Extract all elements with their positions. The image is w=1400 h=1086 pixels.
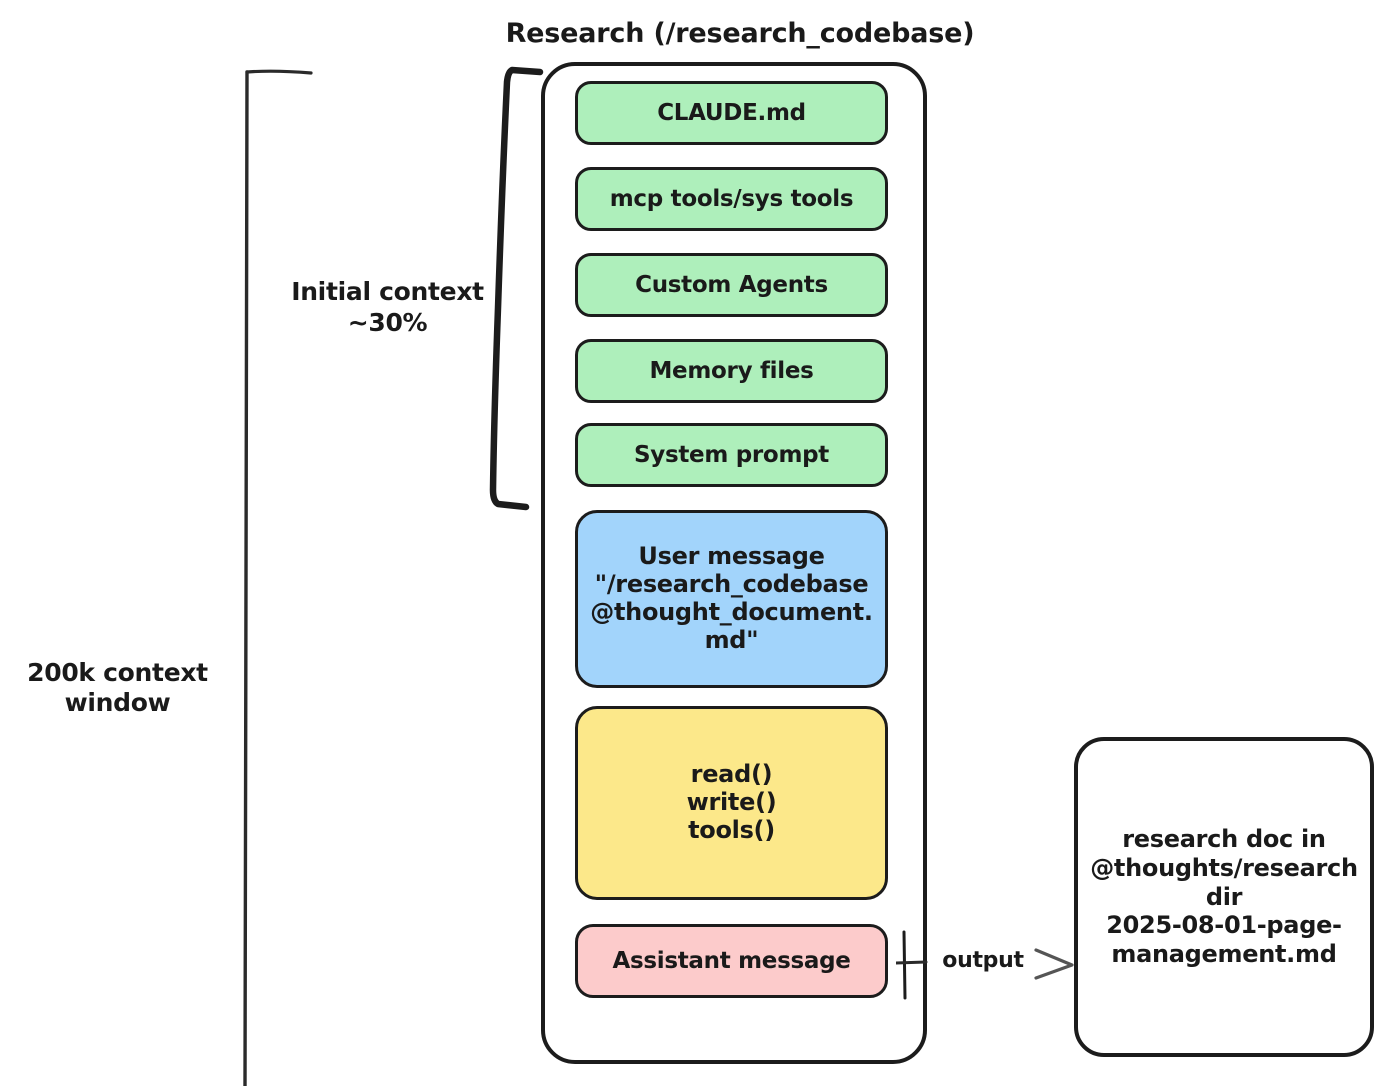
context-block-label: Assistant message (612, 947, 851, 974)
context-block-claude-md[interactable]: CLAUDE.md (575, 81, 888, 145)
context-block-label: System prompt (634, 441, 829, 468)
output-document-label: research doc in @thoughts/research dir 2… (1090, 825, 1358, 969)
context-block-label: read() write() tools() (686, 760, 777, 844)
context-block-system-prompt[interactable]: System prompt (575, 423, 888, 487)
output-document-box[interactable]: research doc in @thoughts/research dir 2… (1074, 737, 1374, 1057)
context-block-memory-files[interactable]: Memory files (575, 339, 888, 403)
output-arrow-label: output (942, 948, 1024, 973)
context-block-mcp-tools[interactable]: mcp tools/sys tools (575, 167, 888, 231)
initial-context-label: Initial context ~30% (291, 277, 484, 337)
context-block-label: mcp tools/sys tools (609, 185, 854, 212)
context-block-label: CLAUDE.md (657, 99, 806, 126)
context-block-label: Custom Agents (635, 271, 828, 298)
context-block-label: Memory files (649, 357, 814, 384)
context-window-label: 200k context window (27, 658, 208, 717)
context-window-bracket-icon (225, 60, 325, 1086)
context-block-label: User message "/research_codebase @though… (590, 542, 873, 654)
context-block-tool-calls[interactable]: read() write() tools() (575, 706, 888, 900)
diagram-title: Research (/research_codebase) (505, 18, 975, 49)
context-block-assistant-message[interactable]: Assistant message (575, 924, 888, 998)
context-block-user-message[interactable]: User message "/research_codebase @though… (575, 510, 888, 688)
context-block-custom-agents[interactable]: Custom Agents (575, 253, 888, 317)
initial-context-bracket-icon (488, 58, 558, 518)
